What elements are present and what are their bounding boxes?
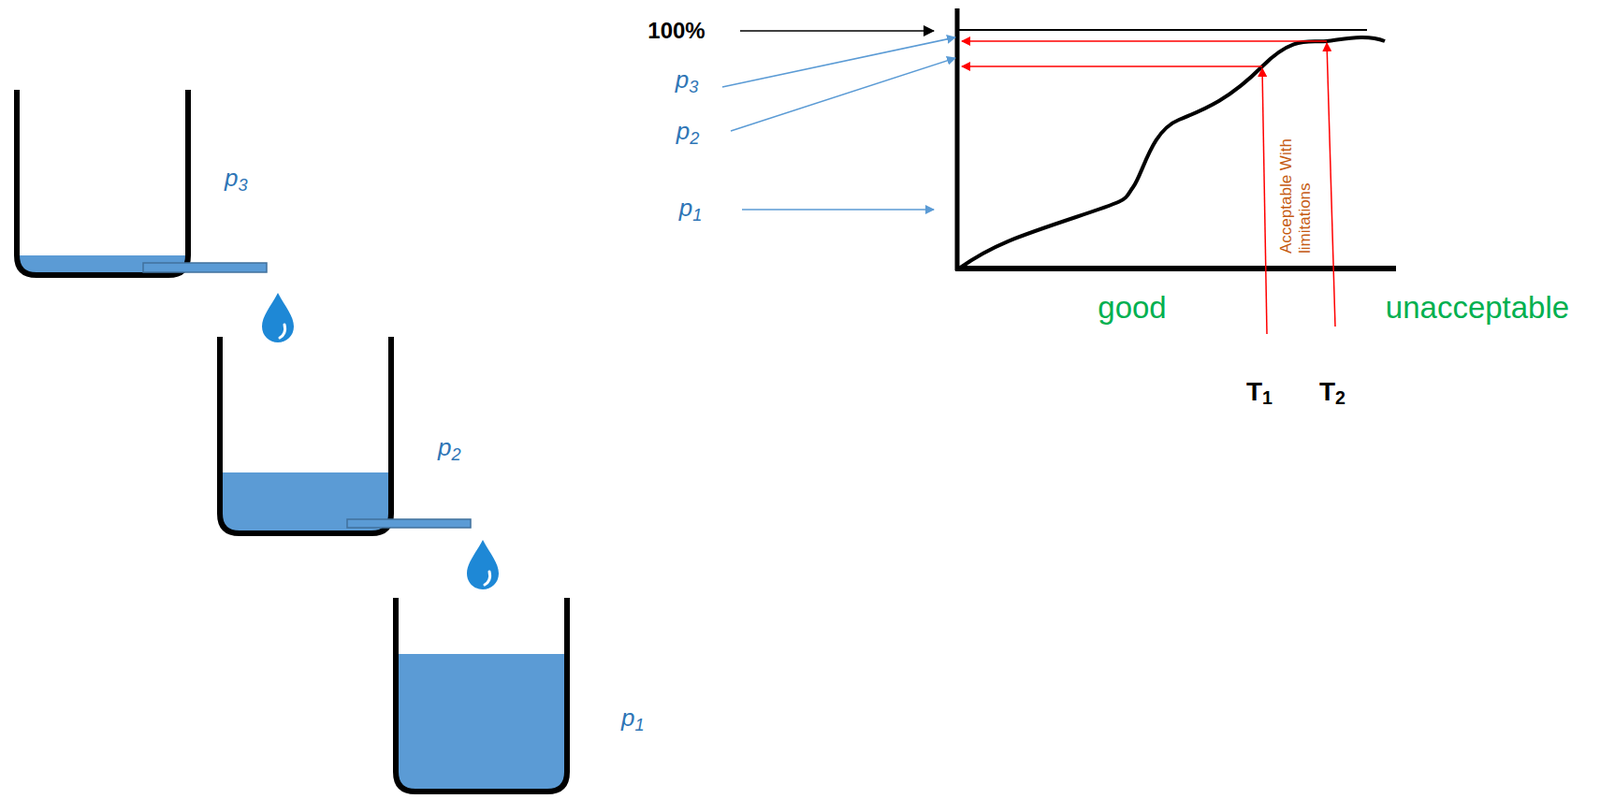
level-label: p1 <box>679 193 703 226</box>
leader-arrow <box>730 58 956 131</box>
level-label: p3 <box>675 65 699 98</box>
water-drop <box>466 539 499 590</box>
threshold-label: T2 <box>1319 377 1346 410</box>
bucket-outline <box>217 336 394 537</box>
threshold-arrow <box>961 65 1263 68</box>
bucket: p2 <box>217 336 394 537</box>
threshold-arrow <box>961 40 1327 43</box>
bucket-label: p2 <box>437 433 462 466</box>
bucket-wall <box>16 89 189 276</box>
bucket: p3 <box>14 89 191 278</box>
level-label: p2 <box>676 116 700 149</box>
zone-label: unacceptable <box>1385 290 1570 326</box>
bucket-wall <box>219 336 392 534</box>
bucket-outline <box>392 597 570 795</box>
threshold-arrow <box>1262 68 1267 335</box>
outlet-pipe <box>347 519 471 528</box>
outlet-pipe <box>143 262 267 273</box>
max-line <box>957 29 1368 31</box>
water <box>396 654 567 792</box>
water-drop <box>261 292 294 343</box>
bucket: p1 <box>392 597 570 795</box>
axis-max-label: 100% <box>647 17 705 44</box>
bucket-outline <box>14 89 191 278</box>
x-axis <box>955 265 1397 272</box>
leader-arrow <box>740 29 934 32</box>
bucket-wall <box>395 597 568 792</box>
zone-label: Acceptable With limitations <box>1277 113 1316 254</box>
y-axis <box>955 8 960 271</box>
bucket-label: p3 <box>224 163 248 196</box>
threshold-label: T1 <box>1246 377 1273 410</box>
curve <box>959 37 1385 269</box>
threshold-arrow <box>1326 43 1336 327</box>
leader-arrow <box>741 208 934 211</box>
zone-label: good <box>1097 290 1166 326</box>
bucket-label: p1 <box>621 703 645 736</box>
leader-arrow <box>722 37 956 88</box>
